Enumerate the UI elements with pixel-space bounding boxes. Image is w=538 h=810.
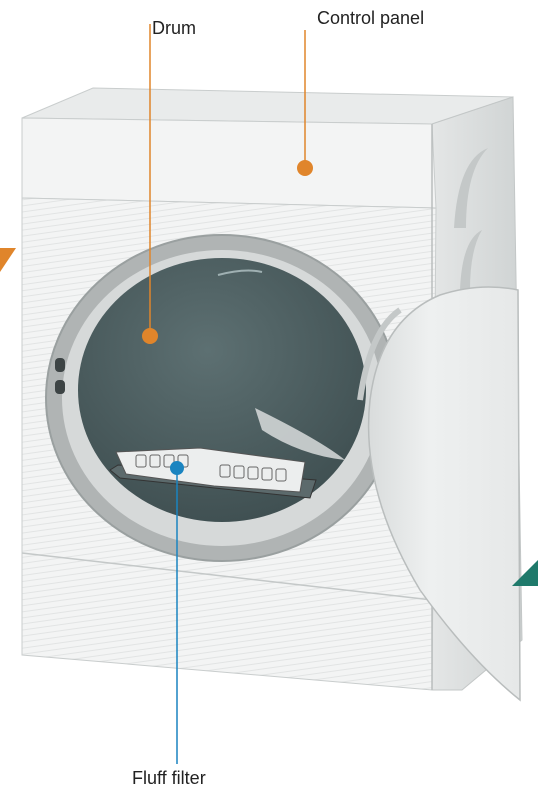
drum-label: Drum: [152, 18, 196, 39]
fluff-filter-callout-dot: [170, 461, 184, 475]
orange-arrow-icon: [0, 248, 16, 272]
fluff-filter-label: Fluff filter: [132, 768, 206, 789]
drum-callout-dot: [142, 328, 158, 344]
control-panel-band: [22, 118, 436, 208]
control-panel-callout-dot: [297, 160, 313, 176]
control-panel-label: Control panel: [317, 8, 424, 29]
latch-slot-upper: [55, 358, 65, 372]
latch-slot-lower: [55, 380, 65, 394]
